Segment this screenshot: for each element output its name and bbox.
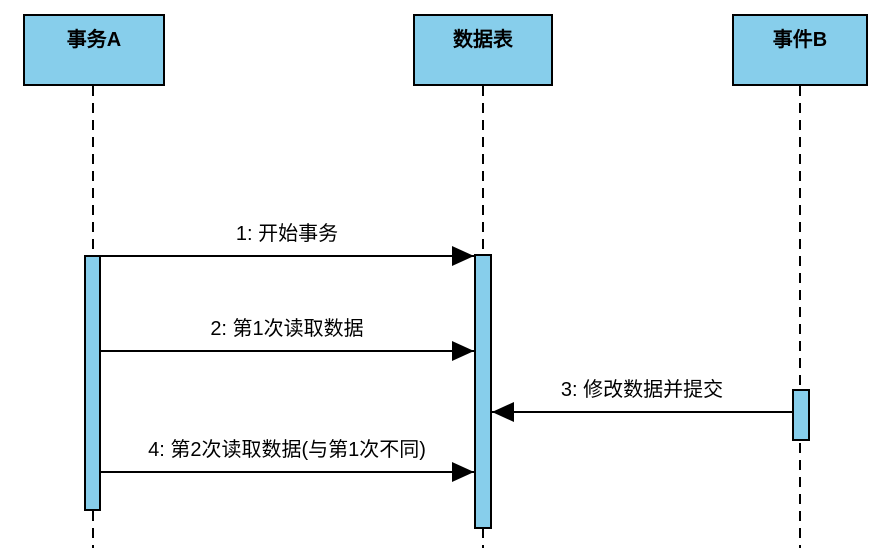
message-3: 3: 修改数据并提交 <box>492 375 792 422</box>
arrowhead-right-icon <box>452 341 474 361</box>
actor-data-table: 数据表 <box>413 14 553 86</box>
message-line <box>492 411 792 413</box>
message-4: 4: 第2次读取数据(与第1次不同) <box>100 435 474 482</box>
message-label: 1: 开始事务 <box>235 223 339 245</box>
activation-bar-event-b <box>792 389 810 441</box>
actor-label: 数据表 <box>453 29 513 51</box>
lifeline-event-b <box>799 86 801 548</box>
message-label: 3: 修改数据并提交 <box>560 379 724 401</box>
message-2: 2: 第1次读取数据 <box>100 314 474 361</box>
message-label: 2: 第1次读取数据 <box>210 318 364 340</box>
message-1: 1: 开始事务 <box>100 219 474 266</box>
message-label: 4: 第2次读取数据(与第1次不同) <box>148 439 426 461</box>
arrowhead-right-icon <box>452 246 474 266</box>
arrowhead-left-icon <box>492 402 514 422</box>
arrowhead-right-icon <box>452 462 474 482</box>
message-line <box>100 350 474 352</box>
message-line <box>100 471 474 473</box>
actor-label: 事件B <box>772 29 828 51</box>
activation-bar-data-table <box>474 254 492 529</box>
actor-label: 事务A <box>66 29 122 51</box>
actor-event-b: 事件B <box>732 14 868 86</box>
actor-transaction-a: 事务A <box>23 14 165 86</box>
activation-bar-transaction-a <box>84 255 101 511</box>
message-line <box>100 255 474 257</box>
